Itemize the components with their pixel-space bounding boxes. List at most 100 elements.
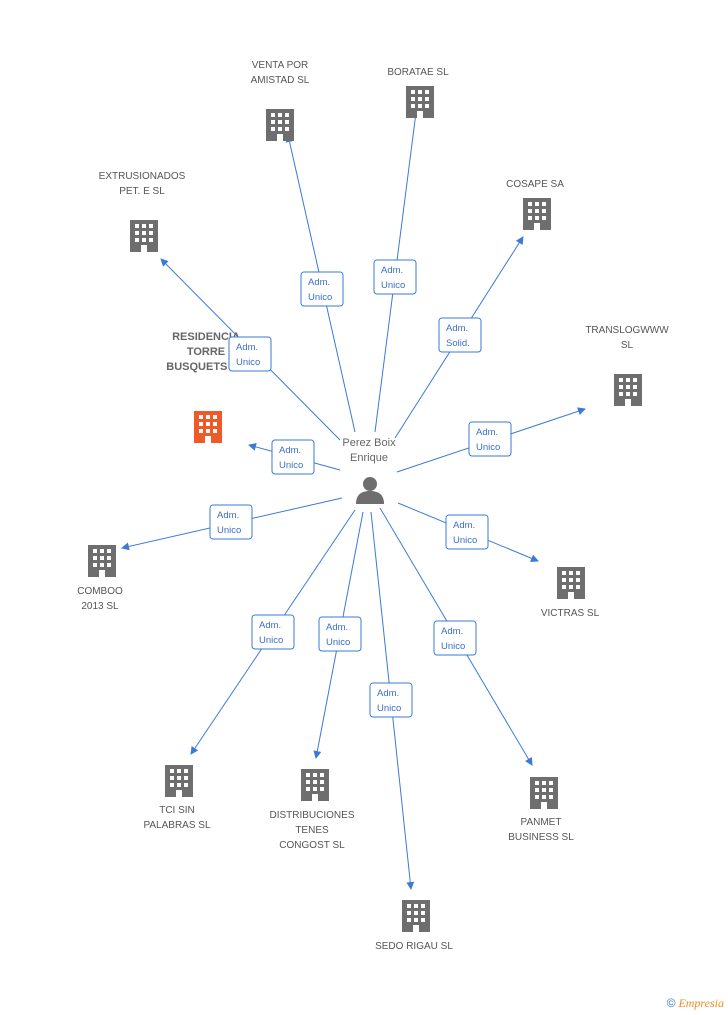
building-icon [266,109,294,141]
company-name-line: 2013 SL [81,601,119,612]
role-badge-frame [271,439,315,475]
company-name-line: TORRE [187,346,225,358]
role-badge-residencia-torre[interactable]: Adm.Unico [271,439,315,475]
role-text: Unico [259,635,283,646]
center-person-node[interactable]: Perez Boix Enrique [342,437,396,504]
company-node-victras[interactable]: VICTRAS SL [541,567,600,619]
building-icon [130,220,158,252]
role-badge-panmet[interactable]: Adm. Unico [433,620,477,656]
role-text: Adm. [453,520,475,531]
role-badge-victras[interactable]: Adm. Unico [445,514,489,550]
building-icon [614,374,642,406]
company-name-line: CONGOST SL [279,840,345,851]
role-badge-frame [468,421,512,457]
role-text: Unico [441,641,465,652]
role-badge-sedo-rigau[interactable]: Adm. Unico [369,682,413,718]
role-badge-translogwww[interactable]: Adm. Unico [468,421,512,457]
role-badge-venta-por-amistad[interactable]: Adm. Unico [300,271,344,307]
role-badge-frame [373,259,417,295]
company-name-line: TRANSLOGWWW [585,325,669,336]
copyright-symbol: © [666,996,676,1010]
center-name-line-2: Enrique [350,452,388,464]
company-node-distribuciones-tenes[interactable]: DISTRIBUCIONES TENES CONGOST SL [269,769,355,851]
company-name-line: TCI SIN [159,805,195,816]
role-badge-frame [228,336,272,372]
role-badge-tci-sin-palabras[interactable]: Adm. Unico [251,614,295,650]
building-icon [402,900,430,932]
role-text: Adm. [476,427,498,438]
role-badge-boratae[interactable]: Adm.Unico [373,259,417,295]
role-text: Adm. [217,510,239,521]
building-icon [165,765,193,797]
building-icon [557,567,585,599]
role-badge-frame [251,614,295,650]
company-name-line: TENES [295,825,329,836]
company-node-comboo[interactable]: COMBOO 2013 SL [77,545,123,612]
company-name-line: DISTRIBUCIONES [269,810,354,821]
role-badge-distribuciones-tenes[interactable]: Adm. Unico [318,616,362,652]
company-name-line: PET. E SL [119,186,165,197]
role-badge-comboo[interactable]: Adm. Unico [209,504,253,540]
company-node-venta-por-amistad[interactable]: VENTA POR AMISTAD SL [251,60,310,141]
building-icon [88,545,116,577]
role-text: Unico [279,460,303,471]
company-node-translogwww[interactable]: TRANSLOGWWW SL [585,325,669,406]
role-text: Adm. [441,626,463,637]
roles-layer: Adm.UnicoAdm.UnicoAdm.UnicoAdm.Solid.Adm… [209,259,512,718]
role-text: Unico [453,535,477,546]
building-icon [406,86,434,118]
company-name-line: VICTRAS SL [541,608,600,619]
building-icon [530,777,558,809]
person-icon [356,477,384,504]
company-name-line: AMISTAD SL [251,75,310,86]
company-name-line: BUSQUETS SA [166,361,246,373]
role-text: Solid. [446,338,470,349]
role-text: Adm. [259,620,281,631]
company-name-line: BORATAE SL [387,67,449,78]
company-node-cosape[interactable]: COSAPE SA [506,179,564,230]
company-name-line: SL [621,340,634,351]
center-name-line-1: Perez Boix [342,437,396,449]
company-name-line: COSAPE SA [506,179,564,190]
company-name-line: PANMET [521,817,562,828]
company-node-tci-sin-palabras[interactable]: TCI SIN PALABRAS SL [143,765,211,831]
role-badge-frame [445,514,489,550]
role-text: Unico [217,525,241,536]
company-name-line: PALABRAS SL [143,820,211,831]
building-icon [523,198,551,230]
role-text: Unico [377,703,401,714]
company-name-line: COMBOO [77,586,123,597]
role-text: Unico [308,292,332,303]
role-badge-frame [369,682,413,718]
role-badge-cosape[interactable]: Adm. Solid. [438,317,482,353]
building-icon [194,411,222,443]
role-text: Adm. [236,342,258,353]
company-name-line: SEDO RIGAU SL [375,941,453,952]
empresia-watermark: ©Empresia [667,996,724,1011]
role-badge-frame [318,616,362,652]
building-icon [301,769,329,801]
company-node-residencia-torre[interactable]: RESIDENCIA TORRE BUSQUETS SA [166,331,246,443]
role-text: Adm. [377,688,399,699]
brand-name: Empresia [678,996,724,1010]
role-text: Adm. [446,323,468,334]
role-text: Unico [476,442,500,453]
company-name-line: EXTRUSIONADOS [99,171,186,182]
company-node-extrusionados[interactable]: EXTRUSIONADOS PET. E SL [99,171,186,252]
role-text: Adm. [381,265,403,276]
role-text: Adm. [308,277,330,288]
role-text: Adm. [326,622,348,633]
role-badge-frame [438,317,482,353]
role-badge-frame [433,620,477,656]
role-badge-extrusionados[interactable]: Adm. Unico [228,336,272,372]
company-node-panmet[interactable]: PANMET BUSINESS SL [508,777,574,843]
company-node-boratae[interactable]: BORATAE SL [387,67,449,118]
role-badge-frame [209,504,253,540]
role-text: Unico [326,637,350,648]
company-name-line: VENTA POR [252,60,309,71]
company-name-line: BUSINESS SL [508,832,574,843]
company-node-sedo-rigau[interactable]: SEDO RIGAU SL [375,900,453,952]
role-text: Unico [236,357,260,368]
company-name-line: RESIDENCIA [172,331,240,343]
